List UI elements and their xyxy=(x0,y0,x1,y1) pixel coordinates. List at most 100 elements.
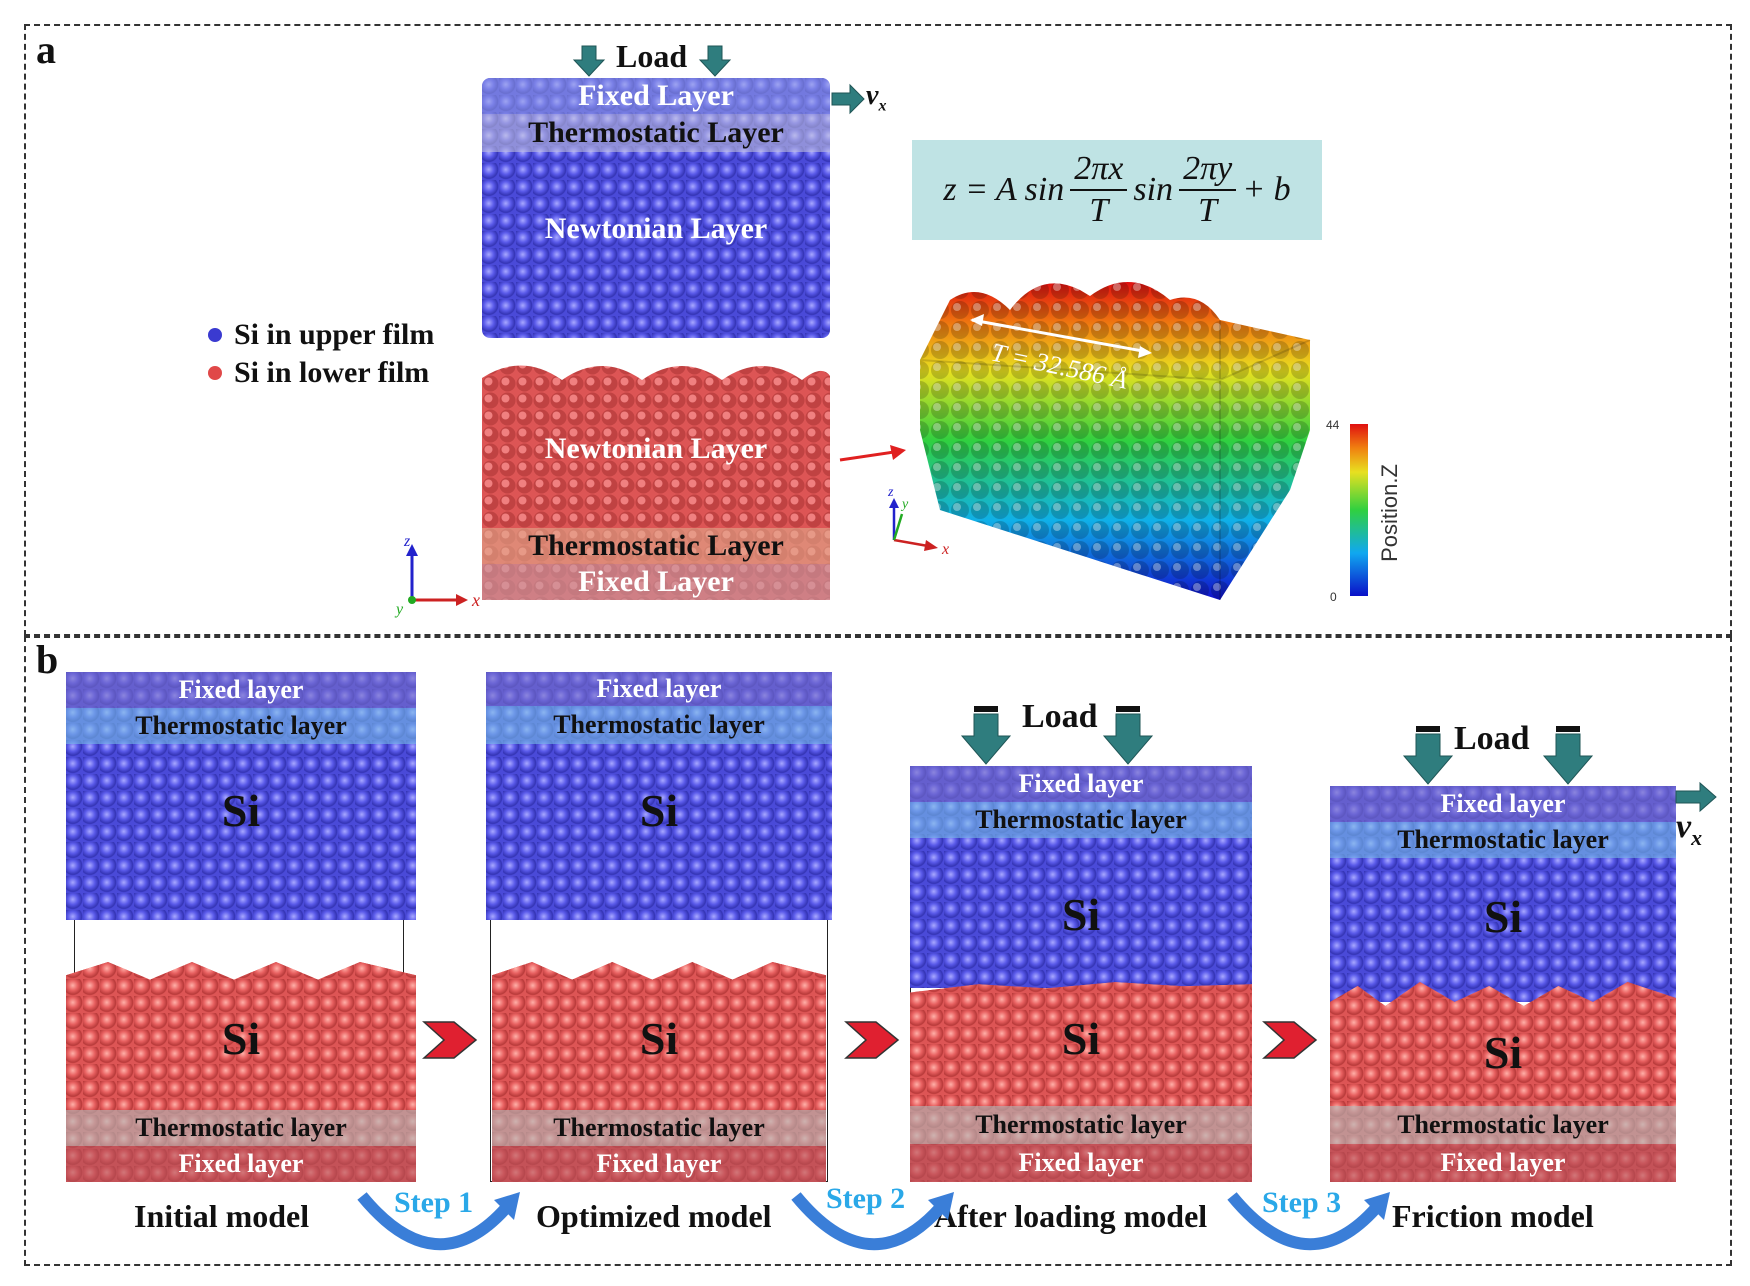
colorbar-title: Position.Z xyxy=(1377,464,1402,562)
model-friction-fixed-bottom: Fixed layer xyxy=(1330,1144,1676,1182)
legend-upper-dot-icon xyxy=(208,328,222,342)
formula-lhs: z = A sin xyxy=(943,171,1065,208)
model-initial-fixed-bottom: Fixed layer xyxy=(66,1146,416,1182)
velocity-label-b: vx xyxy=(1676,808,1703,850)
caption-loading: After loading model xyxy=(934,1198,1208,1234)
model-optimized-thermo-bottom: Thermostatic layer xyxy=(492,1110,826,1146)
chevron-1-icon xyxy=(422,1021,478,1059)
formula-rhs: + b xyxy=(1242,171,1291,208)
caption-friction: Friction model xyxy=(1392,1198,1594,1234)
step-3-label: Step 3 xyxy=(1262,1186,1342,1219)
model-friction-fixed-top: Fixed layer xyxy=(1330,786,1676,822)
axis-y-label: y xyxy=(394,601,404,618)
panel-a xyxy=(24,24,1732,636)
model-initial-thermo-top: Thermostatic layer xyxy=(66,708,416,744)
model-optimized-upper: Fixed layer Thermostatic layer Si xyxy=(486,672,832,920)
model-optimized-fixed-bottom: Fixed layer xyxy=(492,1146,826,1182)
model-initial: Fixed layer Thermostatic layer Si Si The… xyxy=(66,672,416,1182)
legend-lower-label: Si in lower film xyxy=(234,356,430,389)
caption-optimized: Optimized model xyxy=(536,1198,772,1234)
pointer-arrow-icon xyxy=(839,445,906,462)
surface-3d-render: T = 32.586 Å xyxy=(919,281,1311,600)
model-loading-thermo-top: Thermostatic layer xyxy=(910,802,1252,838)
model-optimized-si-bottom: Si xyxy=(639,1013,679,1064)
load-arrows-a xyxy=(572,45,732,77)
model-loading-fixed-top: Fixed layer xyxy=(910,766,1252,802)
load-arrow-right-icon xyxy=(698,45,732,77)
load-arrows-b1 xyxy=(960,706,1154,765)
load-label-a: Load xyxy=(616,38,688,74)
colorbar-max: 44 xyxy=(1326,418,1340,432)
model-optimized: Fixed layer Thermostatic layer Si Si The… xyxy=(486,672,832,1182)
axis-x-label: x xyxy=(471,590,480,610)
lower-fixed-layer: Fixed Layer xyxy=(482,564,830,600)
chevron-2-icon xyxy=(844,1021,900,1059)
legend-lower-dot-icon xyxy=(208,366,222,380)
axes-triad-a-icon: z x y xyxy=(394,533,480,618)
colorbar-min: 0 xyxy=(1330,590,1337,604)
model-optimized-si-top: Si xyxy=(639,785,679,836)
step-3-arrow-icon xyxy=(1227,1192,1390,1250)
caption-initial: Initial model xyxy=(134,1198,310,1234)
load-arrow-b2-left-icon xyxy=(1402,733,1454,785)
upper-thermostatic-layer: Thermostatic Layer xyxy=(482,114,830,152)
model-loading-upper: Fixed layer Thermostatic layer Si xyxy=(910,766,1252,988)
colorbar xyxy=(1350,424,1368,596)
step-2-arrow-icon xyxy=(791,1192,954,1250)
model-initial-lower: Si Thermostatic layer Fixed layer xyxy=(66,962,416,1182)
legend-lower: Si in lower film xyxy=(208,356,429,390)
axes-triad-3d-icon: z y x xyxy=(887,485,949,558)
upper-fixed-layer: Fixed Layer xyxy=(482,78,830,114)
panel-b xyxy=(24,636,1732,1266)
load-arrow-left-icon xyxy=(572,45,606,77)
load-arrows-b2 xyxy=(1402,726,1594,785)
model-loading-si-bottom: Si xyxy=(1061,1013,1101,1064)
model-loading-si-top: Si xyxy=(1061,889,1101,940)
load-label-b2: Load xyxy=(1454,720,1530,757)
model-loading-thermo-bottom: Thermostatic layer xyxy=(910,1106,1252,1144)
chevron-3-icon xyxy=(1262,1021,1318,1059)
model-initial-si-top: Si xyxy=(221,785,261,836)
axis-z-label: z xyxy=(403,533,411,550)
load-arrow-b1-right-icon xyxy=(1102,713,1154,765)
model-optimized-fixed-top: Fixed layer xyxy=(486,672,832,706)
load-arrow-b2-right-icon xyxy=(1542,733,1594,785)
load-label-b1: Load xyxy=(1022,698,1098,735)
velocity-arrow-a-icon xyxy=(831,83,865,115)
svg-text:y: y xyxy=(900,497,909,512)
model-initial-si-bottom: Si xyxy=(221,1013,261,1064)
model-optimized-lower: Si Thermostatic layer Fixed layer xyxy=(492,962,826,1182)
model-friction-si-bottom: Si xyxy=(1483,1027,1523,1078)
lower-thermostatic-layer: Thermostatic Layer xyxy=(482,528,830,564)
model-loading-fixed-bottom: Fixed layer xyxy=(910,1144,1252,1182)
legend-upper: Si in upper film xyxy=(208,318,434,352)
svg-text:x: x xyxy=(941,541,949,558)
step-1-arrow-icon xyxy=(357,1192,520,1250)
velocity-label-a: vx xyxy=(866,80,887,115)
model-optimized-thermo-top: Thermostatic layer xyxy=(486,706,832,744)
model-initial-upper: Fixed layer Thermostatic layer Si xyxy=(66,672,416,920)
model-initial-fixed-top: Fixed layer xyxy=(66,672,416,708)
step-1-label: Step 1 xyxy=(394,1186,474,1219)
formula-mid: sin xyxy=(1133,171,1174,208)
model-friction-si-top: Si xyxy=(1483,891,1523,942)
upper-film-a: Fixed Layer Thermostatic Layer Newtonian… xyxy=(482,78,830,338)
lower-newtonian-layer: Newtonian Layer xyxy=(544,432,768,465)
model-loading: Fixed layer Thermostatic layer Si Si The… xyxy=(910,766,1252,1182)
lower-film-a: Newtonian Layer Thermostatic Layer Fixed… xyxy=(482,358,830,600)
upper-newtonian-layer: Newtonian Layer xyxy=(544,212,768,245)
model-initial-thermo-bottom: Thermostatic layer xyxy=(66,1110,416,1146)
legend-upper-label: Si in upper film xyxy=(234,318,435,351)
svg-text:z: z xyxy=(887,485,894,500)
load-arrow-b1-left-icon xyxy=(960,713,1012,765)
model-loading-lower: Si Thermostatic layer Fixed layer xyxy=(910,982,1252,1182)
panel-b-label: b xyxy=(36,637,59,682)
step-2-label: Step 2 xyxy=(826,1182,906,1215)
model-friction: Fixed layer Thermostatic layer Si Si The… xyxy=(1330,786,1676,1182)
model-friction-thermo-top: Thermostatic layer xyxy=(1330,822,1676,858)
panel-a-label: a xyxy=(36,27,56,72)
model-friction-lower: Si Thermostatic layer Fixed layer xyxy=(1330,982,1676,1182)
